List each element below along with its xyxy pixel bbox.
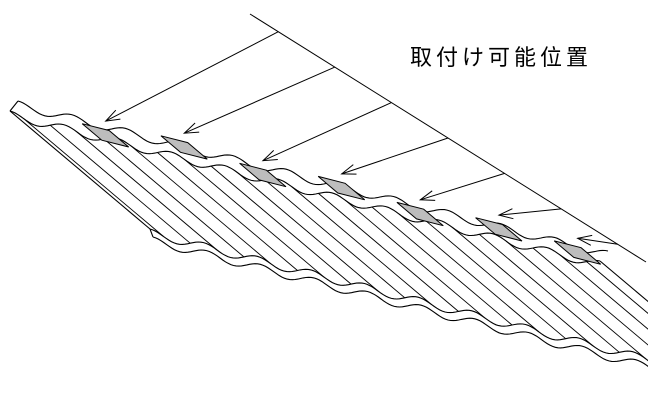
tile-surface (10, 111, 648, 361)
mounting-position-label: 取付け可能位置 (410, 46, 593, 71)
tile-slope-line (210, 165, 352, 285)
tile-slope-line (425, 220, 566, 340)
tile-slope-line (103, 138, 245, 258)
tile-slope-line (291, 186, 432, 305)
tile-slope-line (479, 233, 620, 353)
mounting-position-pad (475, 217, 523, 242)
tile-left-edge-thickness (149, 228, 154, 238)
tile-slope-line (76, 131, 218, 251)
mounting-position-pad (160, 135, 208, 160)
mounting-position-pad (396, 201, 444, 227)
callout-arrow-head (340, 164, 357, 175)
callout-leader-line (105, 31, 279, 122)
tile-slope-line (371, 206, 513, 326)
mounting-positions (81, 123, 602, 265)
tile-slope-line (532, 247, 648, 346)
mounting-position-pad (317, 175, 366, 201)
tile-slope-line (184, 158, 325, 278)
callout-leader-line (420, 172, 505, 201)
callout-leader-line (498, 208, 562, 216)
callout-leader-line (341, 137, 449, 175)
mounting-position-pad (239, 162, 287, 188)
tile-slope-line (318, 193, 459, 312)
callout-arrows (104, 13, 647, 263)
mounting-position-pad (553, 240, 602, 265)
tile-slope-line (130, 145, 271, 265)
tile-slope-line (157, 152, 298, 271)
ridge-cap-edge (17, 100, 609, 254)
corrugated-roof-tiles (9, 100, 648, 367)
mounting-position-pad (81, 123, 130, 148)
tile-slope-line (559, 254, 648, 330)
tile-slope-line (237, 172, 379, 292)
tile-slope-line (49, 124, 191, 244)
tile-right-edge (599, 260, 648, 303)
callout-arrow-head (104, 109, 121, 122)
tile-slope-line (264, 179, 406, 299)
ridge-cap-end (9, 100, 19, 112)
callout-arrow-head (182, 122, 200, 134)
callout-arrow-head (576, 234, 593, 246)
callout-arrow-head (418, 190, 436, 201)
tile-slope-line (586, 261, 648, 314)
callout-arrow-head (261, 150, 278, 162)
tile-eave-bottom-edge (152, 236, 648, 367)
tile-slope-line (398, 213, 540, 333)
tile-slope-line (452, 227, 593, 346)
callout-leader-line (262, 102, 392, 162)
callout-leader-line (577, 237, 618, 245)
tile-slope-line (23, 118, 164, 237)
tile-left-edge (9, 110, 151, 230)
tile-slope-line (505, 240, 647, 360)
tile-slope-line (344, 199, 486, 319)
tile-eave-edge (149, 228, 648, 362)
callout-arrow-head (497, 208, 514, 220)
callout-leader-line (184, 66, 336, 134)
